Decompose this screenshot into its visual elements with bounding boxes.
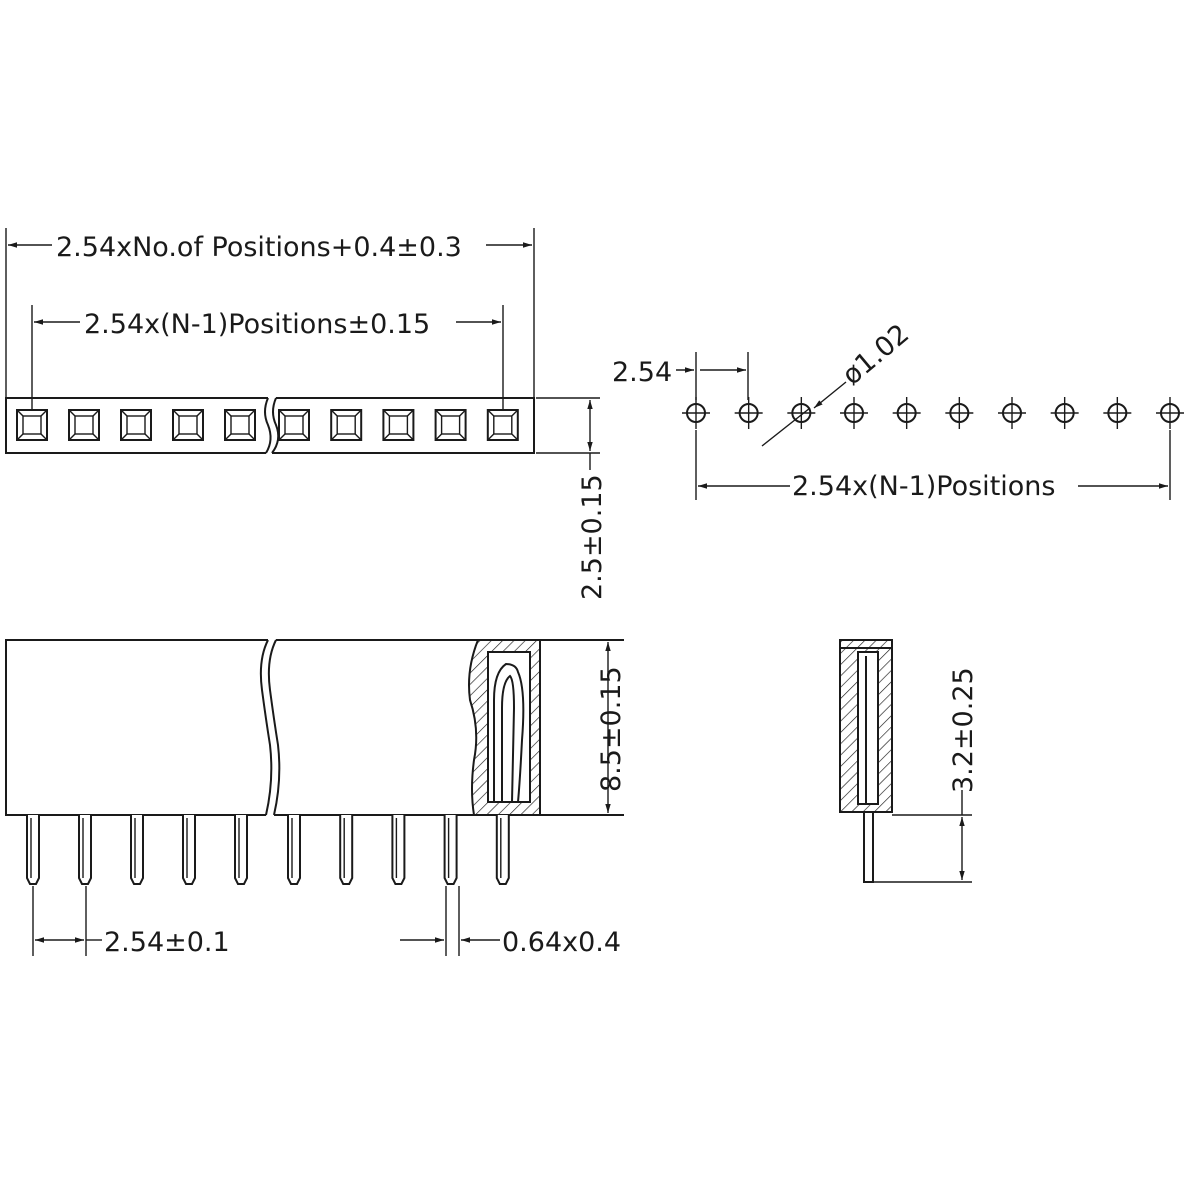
front-pin-2 xyxy=(78,815,92,885)
side-pin-tail xyxy=(863,811,874,883)
pin-pitch-label: 2.54±0.1 xyxy=(104,927,230,958)
top-break-line-a xyxy=(264,397,272,454)
pcb-hole-3 xyxy=(787,397,816,429)
top-contact-3 xyxy=(120,409,152,441)
top-contacts xyxy=(16,409,519,441)
front-pin-5 xyxy=(234,815,248,885)
pcb-hole-10 xyxy=(1156,397,1184,429)
diameter-leader-lower xyxy=(761,407,811,447)
hole-diameter-label: ø1.02 xyxy=(837,318,916,391)
front-break-line-a xyxy=(259,639,273,816)
pin-tail-label: 3.2±0.25 xyxy=(948,667,979,793)
top-contact-9 xyxy=(434,409,467,441)
front-pin-1 xyxy=(26,815,40,885)
front-pin-8 xyxy=(391,815,406,885)
side-contact-cavity xyxy=(857,651,879,805)
top-contact-2 xyxy=(68,409,100,441)
top-view: 2.54xNo.of Positions+0.4±0.3 2.54x(N-1)P… xyxy=(5,228,608,600)
top-contact-8 xyxy=(382,409,415,441)
top-contact-5 xyxy=(224,409,256,441)
top-contact-6 xyxy=(278,409,310,441)
front-pin-3 xyxy=(130,815,144,885)
contact-spring-outer xyxy=(493,662,525,803)
front-body-left-segment xyxy=(5,639,268,816)
side-view: 3.2±0.25 xyxy=(839,639,979,883)
top-contact-10 xyxy=(486,409,519,441)
body-height-label: 8.5±0.15 xyxy=(596,666,627,792)
pcb-hole-4 xyxy=(840,397,868,429)
front-view: 8.5±0.15 2.54±0.1 0.64x0.4 xyxy=(5,639,627,958)
top-body-left-segment xyxy=(5,397,268,454)
contact-spring-inner xyxy=(501,674,516,803)
hole-pitch-label: 2.54 xyxy=(612,357,672,388)
body-width-label: 2.5±0.15 xyxy=(577,474,608,600)
pcb-hole-1 xyxy=(682,397,710,429)
pcb-hole-6 xyxy=(945,397,974,429)
pcb-hole-9 xyxy=(1103,397,1132,429)
pcb-holes xyxy=(682,397,1184,429)
top-body-right-segment xyxy=(272,397,535,454)
diameter-leader-upper xyxy=(813,381,847,409)
overall-length-label: 2.54xNo.of Positions+0.4±0.3 xyxy=(56,232,462,263)
pcb-hole-7 xyxy=(998,397,1026,429)
pin-section-label: 0.64x0.4 xyxy=(502,927,621,958)
front-pins xyxy=(26,815,510,885)
hole-span-label: 2.54x(N-1)Positions xyxy=(792,471,1055,502)
front-break-line-b xyxy=(267,639,281,816)
top-contact-7 xyxy=(330,409,363,441)
pcb-hole-8 xyxy=(1050,397,1079,429)
front-pin-6 xyxy=(287,815,301,885)
front-pin-7 xyxy=(339,815,354,885)
front-pin-10 xyxy=(495,815,510,885)
top-break-line-b xyxy=(271,397,280,454)
pcb-hole-5 xyxy=(892,397,921,429)
top-contact-1 xyxy=(16,409,48,441)
pcb-layout: 2.54 ø1.02 2.54x(N-1)Positions xyxy=(612,318,1184,502)
front-pin-4 xyxy=(182,815,196,885)
pcb-hole-2 xyxy=(734,397,763,429)
front-pin-9 xyxy=(443,815,458,885)
top-contact-4 xyxy=(172,409,204,441)
pitch-span-label: 2.54x(N-1)Positions±0.15 xyxy=(84,309,430,340)
